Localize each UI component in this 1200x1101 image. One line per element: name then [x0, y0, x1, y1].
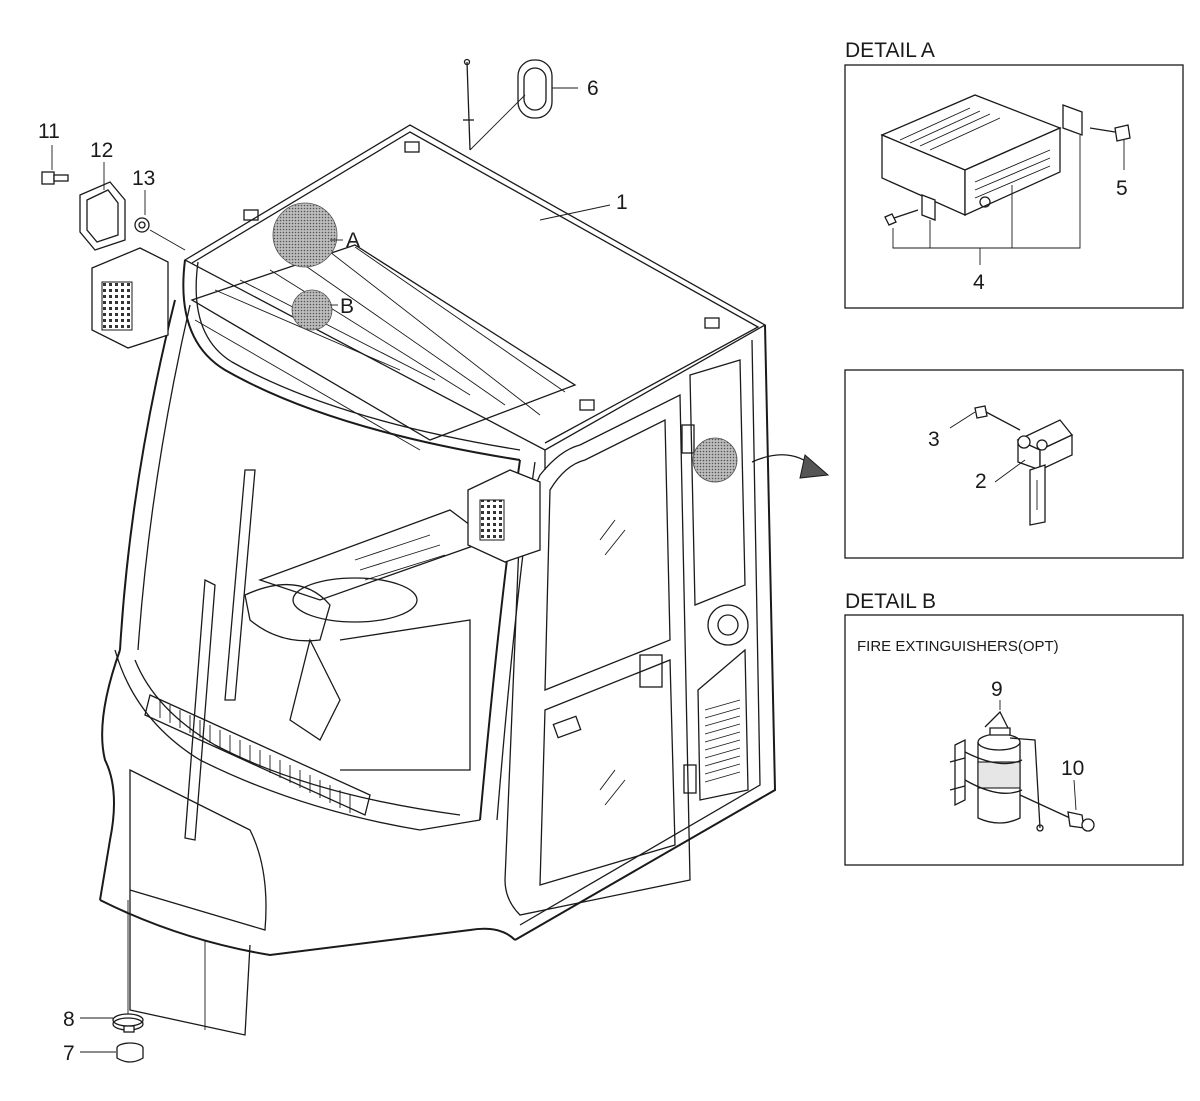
- leader-lines: [51, 87, 611, 1053]
- part-label-2: 2: [975, 470, 987, 493]
- callout-label-b: B: [340, 295, 354, 318]
- part-label-7: 7: [63, 1042, 75, 1065]
- part-label-6: 6: [587, 77, 599, 100]
- callout-circle-bracket: [692, 437, 738, 483]
- detail-bracket-box: [844, 369, 1184, 559]
- rear-vent: [704, 699, 741, 783]
- detail-b-subtitle: FIRE EXTINGUISHERS(OPT): [857, 638, 1059, 655]
- part-label-10: 10: [1061, 757, 1084, 780]
- detail-b-title: DETAIL B: [845, 590, 936, 613]
- callout-label-a: A: [346, 229, 360, 252]
- part-label-1: 1: [616, 191, 628, 214]
- callout-circle-a: [272, 202, 338, 268]
- detail-a-title: DETAIL A: [845, 39, 935, 62]
- part-label-5: 5: [1116, 177, 1128, 200]
- part-label-13: 13: [132, 167, 155, 190]
- part-label-8: 8: [63, 1008, 75, 1031]
- part-label-3: 3: [928, 428, 940, 451]
- callout-circle-b: [291, 289, 333, 331]
- part-8-clamp: [112, 1013, 144, 1033]
- part-label-4: 4: [973, 271, 985, 294]
- part-label-9: 9: [991, 678, 1003, 701]
- part-11-screw: [41, 171, 69, 185]
- detail-b-box: [844, 614, 1184, 866]
- part-label-11: 11: [38, 120, 60, 143]
- part-6-grommet: [469, 59, 553, 151]
- part-7-cap: [116, 1042, 144, 1063]
- part-label-12: 12: [90, 139, 113, 162]
- part-13-nut: [134, 217, 186, 251]
- detail-a-box: [844, 64, 1184, 309]
- part-12-plate: [79, 181, 126, 251]
- cab-drawing: [91, 58, 830, 1036]
